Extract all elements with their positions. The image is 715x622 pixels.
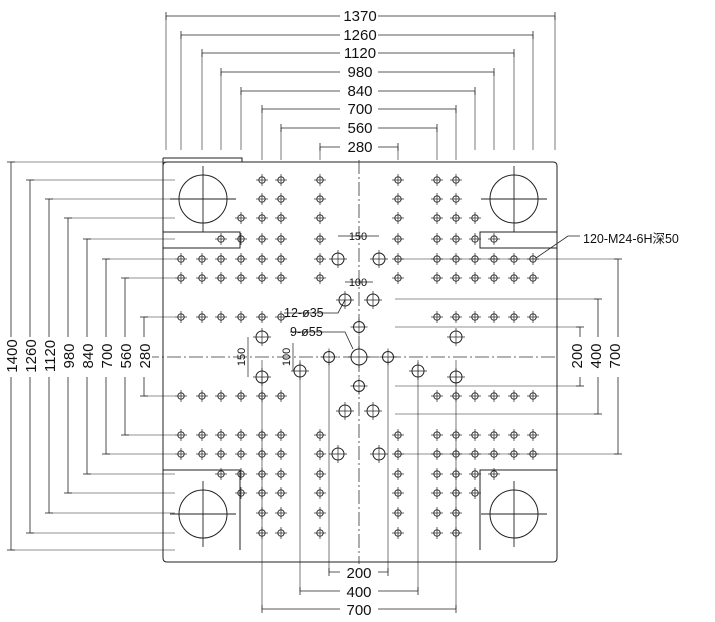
left-dim-label: 1400: [4, 339, 21, 372]
dimension-label-bg: [117, 337, 133, 377]
hole35-callout-leader: [284, 299, 346, 314]
dimension-label-bg: [136, 337, 152, 377]
top-dim-label: 280: [347, 139, 372, 156]
dimension-label-bg: [340, 8, 378, 24]
dimension-label-bg: [340, 583, 378, 599]
center-dim-label-100-horizontal: 100: [349, 277, 367, 289]
bottom-dim-label: 700: [346, 602, 371, 619]
dimension-label-bg: [340, 27, 378, 43]
dimension-lines: [3, 8, 626, 617]
left-dim-label: 1260: [23, 339, 40, 372]
dimension-label-bg: [98, 337, 114, 377]
dimension-label-bg: [340, 83, 378, 99]
top-dim-label: 1370: [343, 8, 376, 25]
dimension-label-bg: [340, 564, 378, 580]
thread-callout-leader: [535, 235, 580, 259]
hole35-callout-label: 12-ø35: [284, 306, 324, 320]
bottom-dim-label: 400: [346, 584, 371, 601]
center-lines: [145, 160, 555, 565]
center-dim-label-150-horizontal: 150: [349, 231, 367, 243]
top-dim-label: 1120: [344, 45, 376, 62]
top-dim-label: 840: [347, 83, 372, 100]
left-dim-label: 1120: [42, 340, 59, 372]
dimension-label-bg: [340, 120, 378, 136]
platen-inner-edge-bottom: [163, 469, 557, 550]
dimension-labels: 1370 1260 1120 980 840 700 560 280 1400 …: [4, 8, 679, 619]
dimension-label-bg: [22, 337, 38, 377]
dimension-label-bg: [340, 64, 378, 80]
left-dim-label: 560: [118, 343, 135, 368]
dimension-label-bg: [590, 337, 606, 377]
dimension-label-bg: [340, 601, 378, 617]
hole55-callout-leader: [290, 331, 354, 350]
dimension-label-bg: [340, 101, 378, 117]
top-dim-label: 980: [347, 64, 372, 81]
platen-outline: [162, 157, 558, 563]
left-dim-label: 980: [61, 343, 78, 368]
hole55-callout-label: 9-ø55: [290, 325, 323, 339]
right-dim-label: 400: [588, 343, 605, 368]
top-dim-label: 1260: [343, 27, 376, 44]
bottom-dim-label: 200: [346, 565, 371, 582]
dimension-label-bg: [3, 337, 19, 377]
tie-bar-holes: [170, 166, 547, 547]
left-dim-label: 280: [137, 343, 154, 368]
dimension-label-bg: [60, 337, 76, 377]
dimension-label-bg: [340, 139, 378, 155]
thread-callout-label: 120-M24-6H深50: [583, 232, 679, 246]
top-dim-label: 700: [347, 101, 372, 118]
left-dim-label: 840: [80, 343, 97, 368]
dimension-label-bg: [340, 45, 378, 61]
platen-inner-edge-right: [479, 231, 557, 249]
dimension-label-bg: [610, 337, 626, 377]
right-dim-label: 700: [607, 343, 624, 368]
center-dim-label-150-vertical: 150: [236, 348, 248, 366]
dimension-label-bg: [572, 337, 588, 377]
left-dim-label: 700: [99, 343, 116, 368]
top-dim-label: 560: [347, 120, 372, 137]
mounting-holes: [175, 174, 539, 539]
center-dim-label-100-vertical: 100: [281, 348, 293, 366]
dimension-label-bg: [79, 337, 95, 377]
platen-inner-edge-left: [163, 231, 241, 249]
right-dim-label: 200: [569, 343, 586, 368]
dimension-label-bg: [41, 337, 57, 377]
